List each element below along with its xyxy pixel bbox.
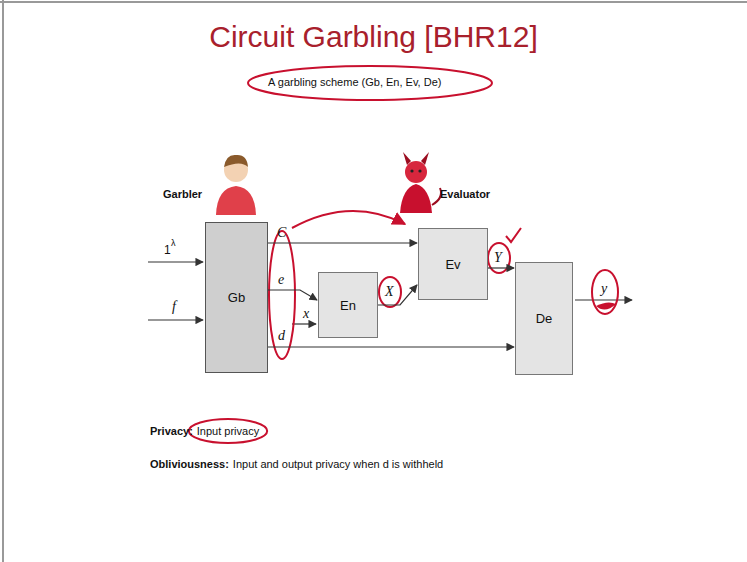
box-label: En	[340, 298, 356, 313]
input-wire	[148, 261, 203, 262]
annotation	[189, 419, 267, 443]
note-text: 1	[164, 243, 171, 257]
process-box: De	[515, 262, 573, 375]
connector-arrow	[268, 242, 417, 243]
signal-name: Y	[494, 250, 502, 266]
connector-arrow	[268, 290, 317, 300]
box-label: De	[536, 311, 553, 326]
signal-name: x	[303, 306, 309, 322]
signal-name: C	[277, 225, 286, 241]
note-text: Input privacy	[197, 425, 259, 437]
annotation	[189, 419, 267, 443]
input-wire	[292, 323, 316, 324]
process-box: Ev	[418, 228, 488, 300]
signal-name: X	[385, 284, 394, 300]
output-wire	[575, 299, 632, 300]
box-label: Ev	[445, 257, 460, 272]
note-text: Privacy:	[150, 425, 193, 437]
slide-frame	[2, 0, 4, 562]
garbler-icon	[216, 155, 256, 215]
note-text: Obliviousness:	[150, 458, 229, 470]
note-text: λ	[171, 238, 176, 248]
note-text: Input and output privacy when d is withh…	[233, 458, 443, 470]
signal-name: e	[278, 272, 284, 288]
slide-frame	[0, 1, 747, 3]
signal-name: f	[172, 299, 176, 315]
evaluator-icon	[400, 152, 441, 213]
slide-title: Circuit Garbling [BHR12]	[0, 20, 747, 54]
connector-arrow	[268, 346, 514, 347]
connector-arrow	[488, 267, 514, 268]
input-wire	[148, 319, 203, 320]
box-label: Gb	[228, 290, 245, 305]
signal-name: y	[601, 281, 607, 297]
process-box: Gb	[205, 222, 268, 373]
connector-arrow	[378, 285, 417, 305]
signal-name: d	[278, 328, 285, 344]
annotation	[596, 302, 616, 309]
note-text: A garbling scheme (Gb, En, Ev, De)	[268, 76, 441, 88]
process-box: En	[318, 272, 378, 338]
note-text: Garbler	[163, 188, 202, 200]
note-text: Evaluator	[440, 188, 490, 200]
